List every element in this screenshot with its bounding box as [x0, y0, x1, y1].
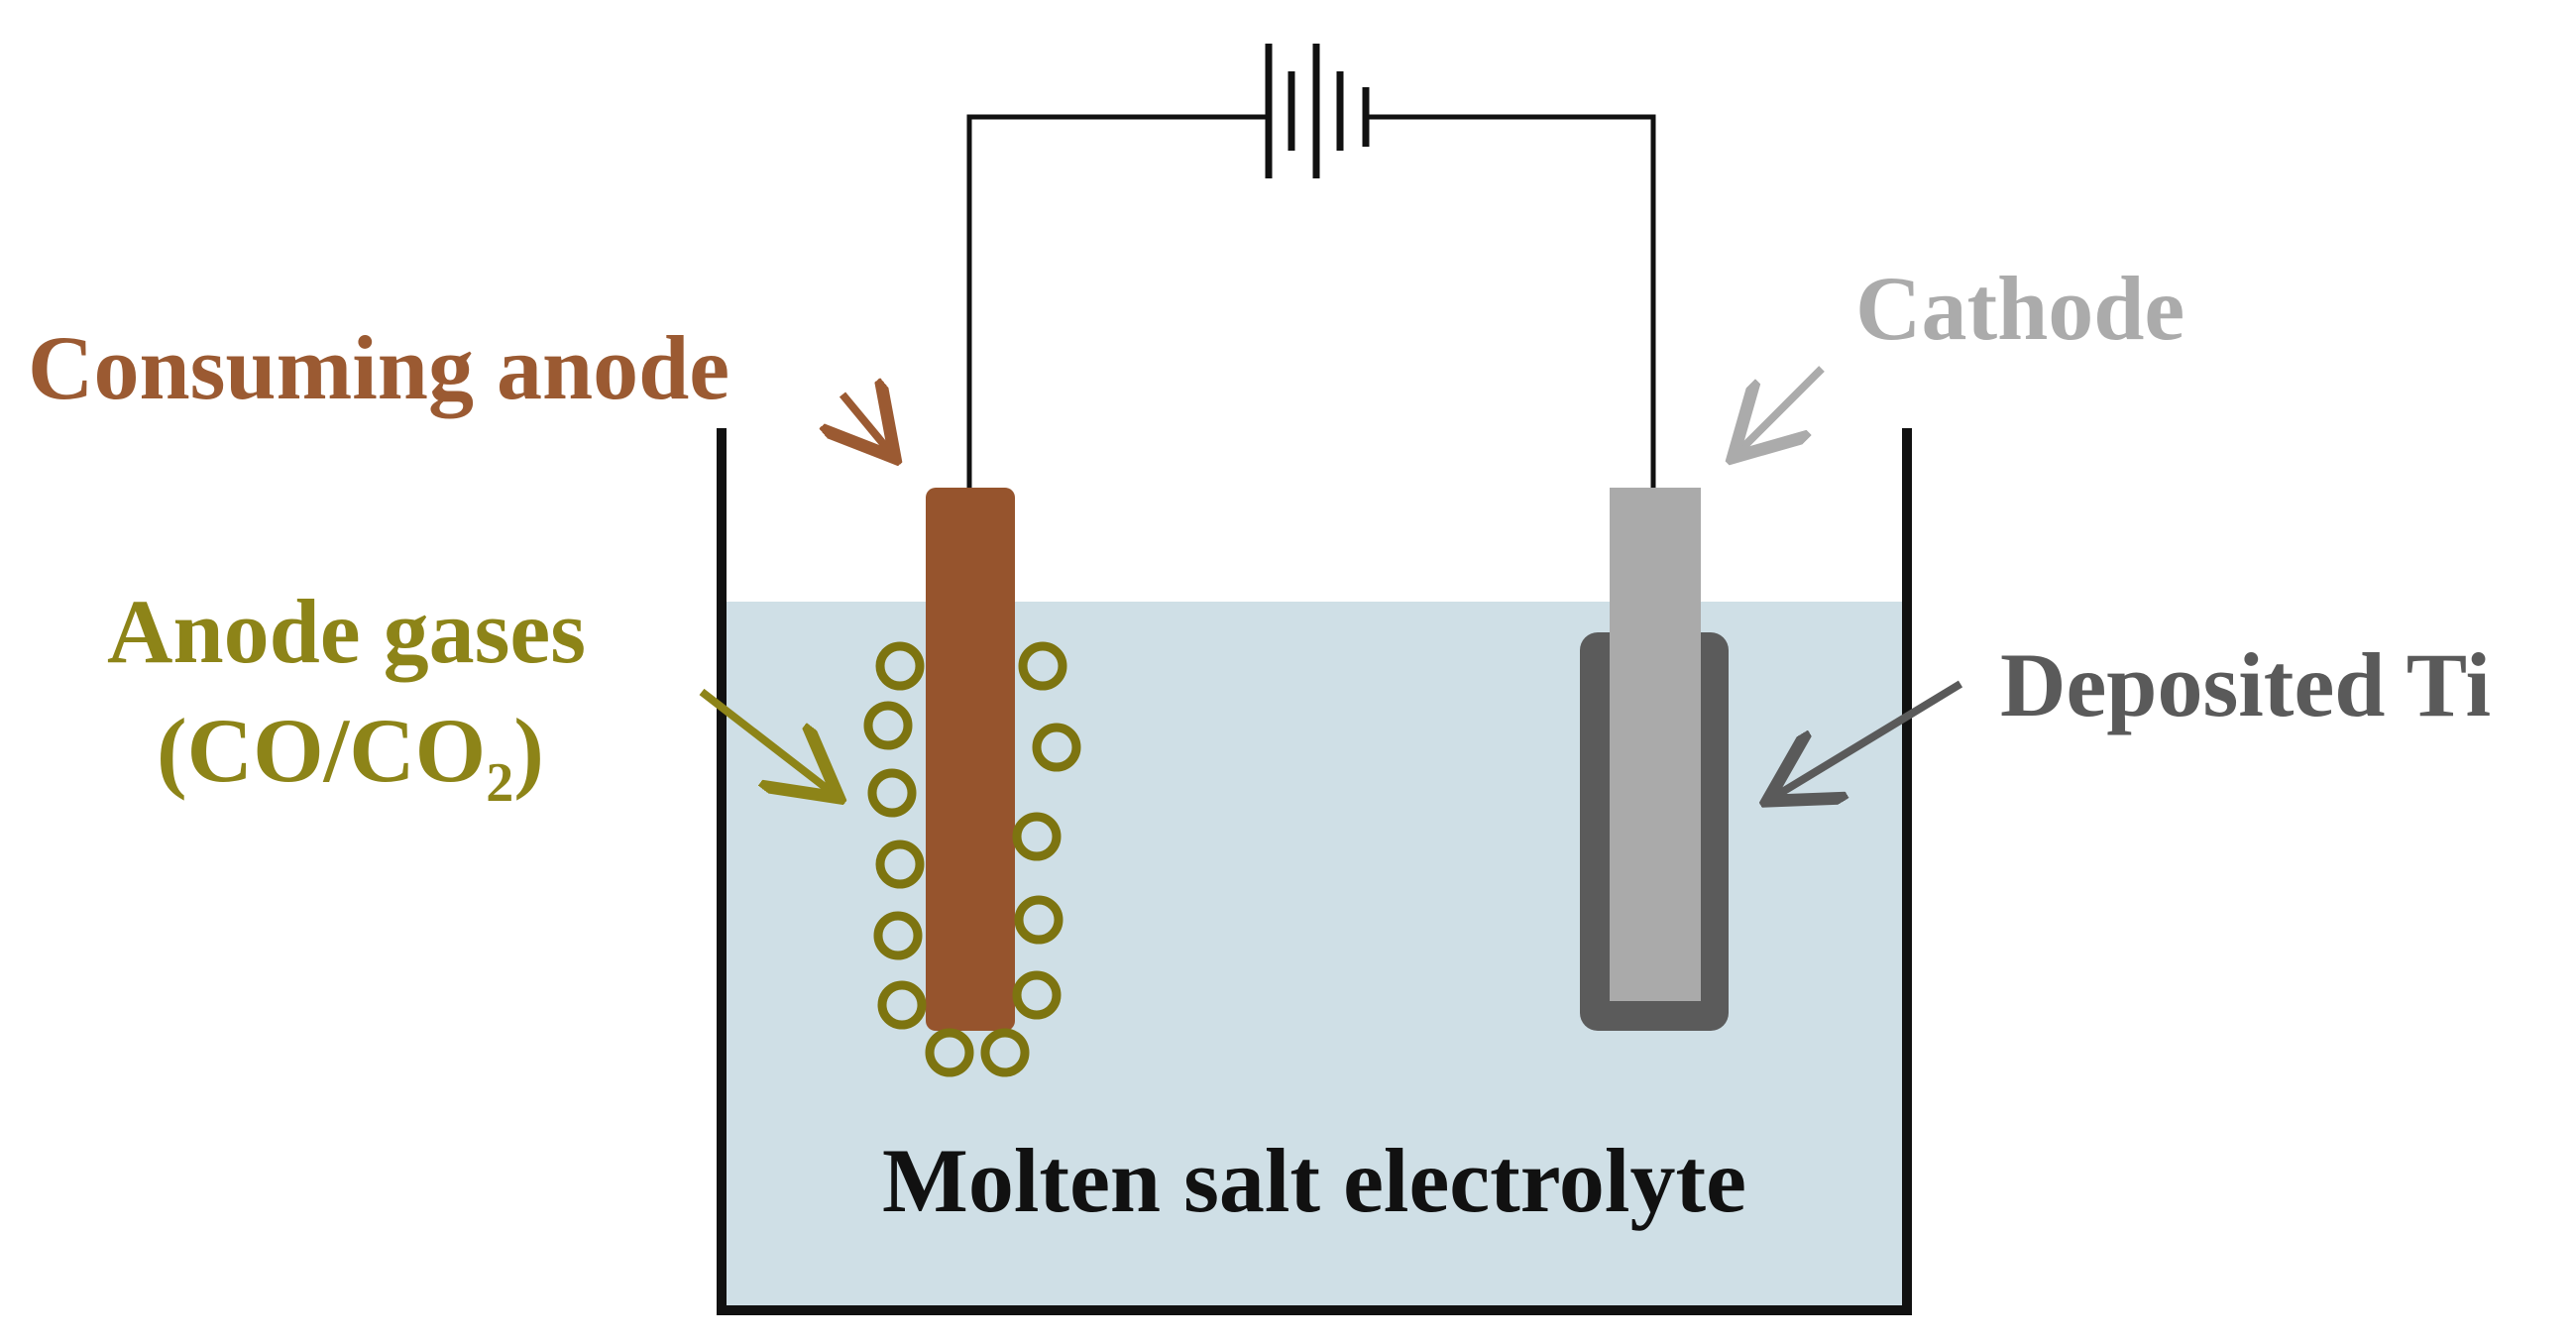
anode-gases-label-line2: (CO/CO2)	[157, 700, 544, 814]
cathode-arrow	[1738, 366, 1825, 452]
gas-bubble	[1018, 641, 1067, 691]
cathode-label: Cathode	[1855, 258, 2184, 359]
gas-bubble	[980, 1028, 1030, 1077]
consuming-anode-label: Consuming anode	[28, 317, 729, 418]
deposited-ti-label: Deposited Ti	[2000, 634, 2491, 735]
consuming-anode-arrow	[842, 394, 890, 452]
gas-bubble	[1014, 895, 1064, 945]
cathode-rod	[1610, 488, 1701, 1001]
cell-container	[717, 428, 1912, 1315]
gas-bubble	[925, 1028, 974, 1077]
circuit-wire-left	[966, 114, 1269, 496]
gas-bubble	[873, 911, 923, 960]
battery-icon	[1265, 44, 1370, 178]
gas-bubble	[863, 701, 913, 750]
gas-bubble	[877, 980, 927, 1030]
consuming-anode-rod	[926, 488, 1015, 1031]
gas-bubble	[875, 840, 925, 889]
gas-bubble	[875, 641, 925, 691]
circuit-wire-right	[1366, 114, 1656, 488]
anode-gases-arrow	[699, 688, 833, 793]
electrolyte-label: Molten salt electrolyte	[882, 1130, 1746, 1231]
gas-bubble	[1012, 812, 1062, 861]
deposited-ti-arrow	[1774, 680, 1963, 797]
gas-bubble	[1012, 970, 1062, 1020]
gas-bubble	[1032, 723, 1081, 772]
gas-bubble	[867, 768, 917, 818]
anode-gases-label-line1: Anode gases	[107, 581, 586, 682]
anode-gas-bubbles	[863, 641, 1081, 1077]
